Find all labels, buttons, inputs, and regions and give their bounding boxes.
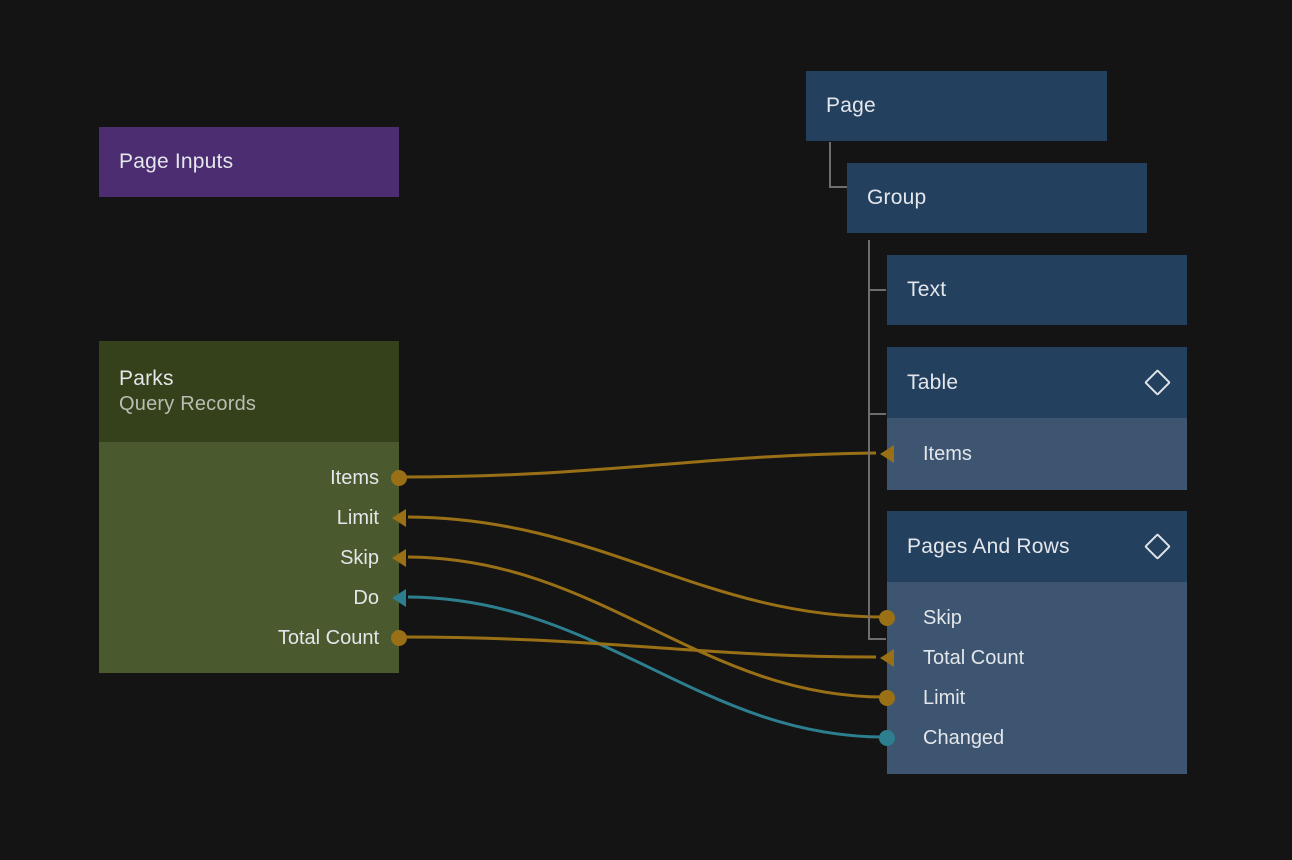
port-arrow-pages-and-rows-total-count[interactable] xyxy=(880,649,894,667)
port-row-parks-total-count[interactable]: Total Count xyxy=(99,618,407,658)
tree-connector-tick-pagesandrows xyxy=(868,638,886,640)
port-label-parks-limit: Limit xyxy=(336,506,379,529)
node-parks-title: Parks xyxy=(119,366,174,390)
port-label-pages-and-rows-total-count: Total Count xyxy=(923,646,1025,669)
node-page-header[interactable]: Page xyxy=(806,71,1107,141)
node-text[interactable]: Text xyxy=(887,255,1187,325)
port-label-parks-do: Do xyxy=(353,586,379,609)
tree-connector-group-spine xyxy=(868,240,870,640)
edge-parks-totalcount-to-pagesandrows-totalcount xyxy=(403,635,877,659)
tree-connector-page-to-group xyxy=(829,142,831,188)
node-page-inputs-header[interactable]: Page Inputs xyxy=(99,127,399,197)
edge-parks-items-to-table-items xyxy=(403,451,877,479)
port-row-pages-and-rows-total-count[interactable]: Total Count xyxy=(880,638,1187,678)
port-label-parks-items: Items xyxy=(330,466,379,489)
port-arrow-table-items[interactable] xyxy=(880,445,894,463)
node-table[interactable]: Table Items xyxy=(880,347,1187,490)
node-table-title: Table xyxy=(907,370,959,394)
port-label-pages-and-rows-changed: Changed xyxy=(923,726,1005,749)
node-pages-and-rows-header[interactable]: Pages And Rows xyxy=(887,511,1187,582)
port-arrow-parks-do[interactable] xyxy=(392,589,406,607)
node-page[interactable]: Page xyxy=(806,71,1107,141)
tree-connector-tick-text xyxy=(868,289,886,291)
node-text-title: Text xyxy=(907,278,947,301)
port-dot-parks-total-count[interactable] xyxy=(391,630,407,646)
diamond-icon[interactable] xyxy=(1144,369,1171,396)
port-row-parks-items[interactable]: Items xyxy=(99,458,407,498)
diamond-icon[interactable] xyxy=(1144,533,1171,560)
node-parks-body: Items Limit Skip Do Total Count xyxy=(99,442,407,673)
port-row-table-items[interactable]: Items xyxy=(880,434,1187,474)
port-row-parks-skip[interactable]: Skip xyxy=(99,538,406,578)
node-text-header[interactable]: Text xyxy=(887,255,1187,325)
port-label-table-items: Items xyxy=(923,442,972,465)
port-label-pages-and-rows-skip: Skip xyxy=(923,606,962,629)
port-dot-pages-and-rows-changed[interactable] xyxy=(879,730,895,746)
node-table-body: Items xyxy=(880,418,1187,490)
port-row-parks-do[interactable]: Do xyxy=(99,578,406,618)
tree-connector-page-to-group-stub xyxy=(829,186,847,188)
port-row-pages-and-rows-limit[interactable]: Limit xyxy=(879,678,1187,718)
node-parks[interactable]: Parks Query Records Items Limit Skip Do xyxy=(99,341,407,673)
node-parks-subtitle: Query Records xyxy=(119,392,257,415)
node-page-title: Page xyxy=(826,94,876,117)
port-arrow-parks-limit[interactable] xyxy=(392,509,406,527)
port-dot-pages-and-rows-skip[interactable] xyxy=(879,610,895,626)
port-label-parks-skip: Skip xyxy=(340,546,379,569)
port-row-pages-and-rows-changed[interactable]: Changed xyxy=(879,718,1187,758)
node-pages-and-rows-title: Pages And Rows xyxy=(907,534,1070,558)
node-table-header[interactable]: Table xyxy=(887,347,1187,418)
tree-connector-tick-table xyxy=(868,413,886,415)
node-group[interactable]: Group xyxy=(847,163,1147,233)
edge-pagesandrows-limit-to-parks-skip xyxy=(407,555,885,699)
port-row-parks-limit[interactable]: Limit xyxy=(99,498,406,538)
node-group-header[interactable]: Group xyxy=(847,163,1147,233)
port-label-parks-total-count: Total Count xyxy=(277,626,379,649)
node-group-title: Group xyxy=(867,186,927,209)
edge-pagesandrows-skip-to-parks-limit xyxy=(407,515,885,619)
node-pages-and-rows-body: Skip Total Count Limit Changed xyxy=(879,582,1187,774)
port-dot-pages-and-rows-limit[interactable] xyxy=(879,690,895,706)
port-dot-parks-items[interactable] xyxy=(391,470,407,486)
node-page-inputs[interactable]: Page Inputs xyxy=(99,127,399,197)
port-label-pages-and-rows-limit: Limit xyxy=(923,686,966,709)
edge-pagesandrows-changed-to-parks-do xyxy=(407,595,885,739)
node-page-inputs-title: Page Inputs xyxy=(119,150,234,173)
node-parks-header[interactable]: Parks Query Records xyxy=(99,341,399,442)
port-row-pages-and-rows-skip[interactable]: Skip xyxy=(879,598,1187,638)
node-pages-and-rows[interactable]: Pages And Rows Skip Total Count Limit xyxy=(879,511,1187,774)
port-arrow-parks-skip[interactable] xyxy=(392,549,406,567)
